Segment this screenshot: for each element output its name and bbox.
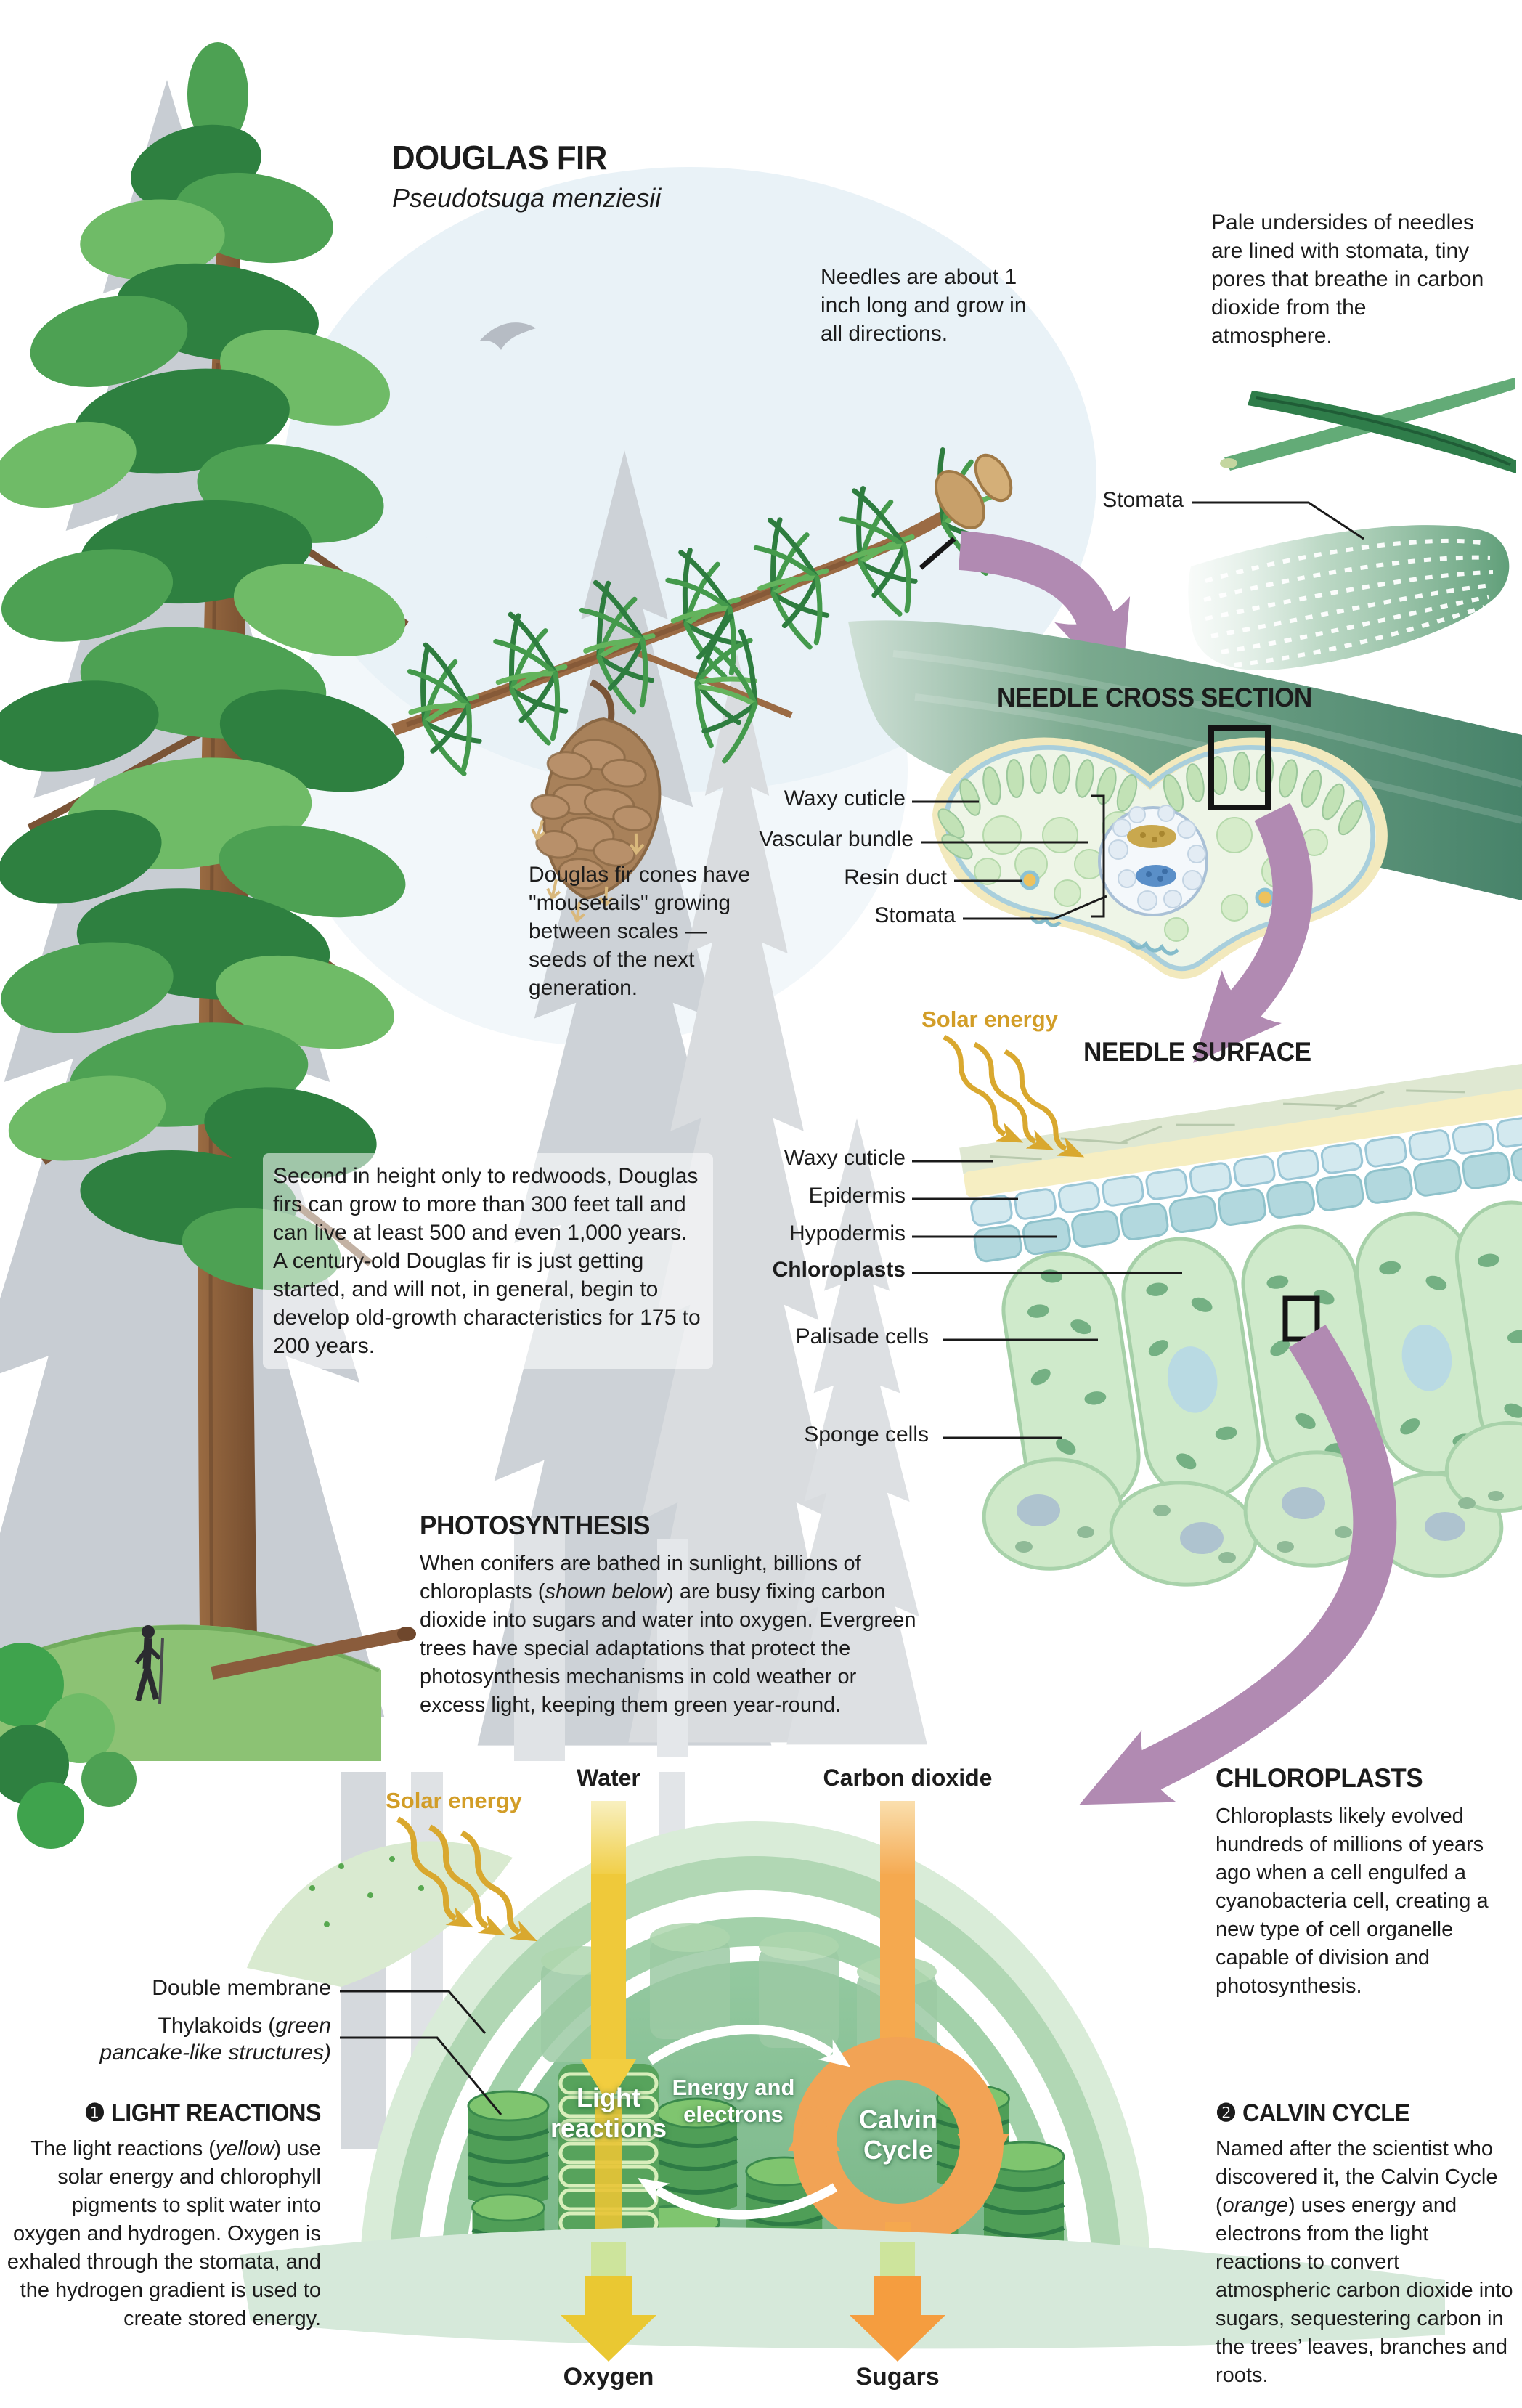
- height-note: Second in height only to redwoods, Dougl…: [263, 1153, 713, 1369]
- solar-rays-needle-surface: [940, 1034, 1070, 1151]
- sugars-label: Sugars: [855, 2363, 940, 2391]
- label-hypodermis: Hypodermis: [789, 1221, 906, 1245]
- pale-undersides-note: Pale undersides of needles are lined wit…: [1211, 211, 1484, 348]
- branch-illustration: [393, 439, 1019, 923]
- label-epidermis: Epidermis: [808, 1184, 906, 1208]
- label-chloroplasts: Chloroplasts: [772, 1258, 906, 1282]
- zoom-box-chloroplast: [1282, 1295, 1320, 1342]
- purple-arrow-2: [1193, 802, 1313, 1063]
- cones-note: Douglas fir cones have "mousetails" grow…: [529, 863, 751, 1000]
- light-reactions-diagram-label: Light reactions: [550, 2083, 667, 2143]
- chloroplasts-text: Chloroplasts likely evolved hundreds of …: [1216, 1805, 1489, 1998]
- energy-electrons-label: Energy and electrons: [672, 2075, 795, 2127]
- species-name: Pseudotsuga menziesii: [392, 183, 662, 213]
- label-resin-duct: Resin duct: [844, 866, 947, 890]
- sponge-cells-illustration: [982, 1421, 1522, 1587]
- cross-section-heading: NEEDLE CROSS SECTION: [997, 683, 1312, 712]
- purple-arrow-1: [958, 531, 1131, 693]
- leader-lines: [340, 501, 1364, 2115]
- label-waxy-cuticle-1: Waxy cuticle: [784, 786, 906, 810]
- light-reactions-text: The light reactions (yellow) use solar e…: [7, 2137, 321, 2330]
- label-sponge-cells: Sponge cells: [804, 1423, 929, 1447]
- calvin-cycle-heading: ❷ CALVIN CYCLE: [1216, 2099, 1410, 2127]
- chloroplasts-heading: CHLOROPLASTS: [1216, 1763, 1423, 1793]
- light-reactions-heading: ❶ LIGHT REACTIONS: [84, 2099, 321, 2127]
- double-membrane-label: Double membrane: [152, 1976, 331, 2000]
- label-waxy-cuticle-2: Waxy cuticle: [784, 1146, 906, 1170]
- needle-pair-illustration: [1220, 378, 1516, 473]
- ground-mound: [247, 1841, 513, 1987]
- needle-surface-heading: NEEDLE SURFACE: [1083, 1037, 1311, 1067]
- label-stomata-2: Stomata: [874, 903, 956, 927]
- sugars-arrow: [850, 2242, 945, 2362]
- co2-band-top: [880, 1801, 915, 1874]
- oxygen-label: Oxygen: [563, 2363, 654, 2391]
- oxygen-arrow: [561, 2242, 656, 2362]
- solar-energy-label-3: Solar energy: [386, 1788, 522, 1813]
- hiker-figure: [134, 1625, 164, 1704]
- water-label: Water: [577, 1765, 640, 1791]
- resin-duct-left: [1020, 870, 1040, 890]
- needle-surface-illustration: [959, 1059, 1522, 1587]
- purple-arrow-3: [1079, 1325, 1397, 1805]
- needle-underside-illustration: [1188, 525, 1510, 671]
- water-band-top: [591, 1801, 626, 1874]
- carbon-dioxide-label: Carbon dioxide: [823, 1765, 993, 1791]
- needles-note: Needles are about 1 inch long and grow i…: [821, 265, 1027, 346]
- label-vascular-bundle: Vascular bundle: [759, 827, 913, 851]
- thylakoids-label: Thylakoids (green pancake-like structure…: [99, 2014, 331, 2065]
- ground-band: [240, 2227, 1445, 2349]
- foreground-shrub: [0, 1643, 137, 1849]
- douglas-fir-tree-illustration: [0, 42, 416, 1849]
- label-palisade-cells: Palisade cells: [795, 1325, 929, 1349]
- cut-mark: [919, 537, 956, 570]
- calvin-cycle-text: Named after the scientist who discovered…: [1216, 2137, 1513, 2387]
- chloroplast-illustration: [359, 1821, 1151, 2298]
- bird-icon: [479, 322, 536, 350]
- zoom-box-cross-section: [1208, 725, 1271, 810]
- water-band: [591, 1844, 626, 2062]
- palisade-ring-cells: [937, 752, 1364, 860]
- solar-energy-label-2: Solar energy: [921, 1006, 1058, 1032]
- mound-speckles: [309, 1856, 424, 1927]
- co2-band: [880, 1844, 915, 2070]
- resin-duct-right: [1255, 887, 1275, 908]
- page-title: DOUGLAS FIR: [392, 139, 607, 176]
- cone-mousetail-bracts: [531, 820, 645, 923]
- photosynthesis-text: When conifers are bathed in sunlight, bi…: [420, 1552, 916, 1717]
- energy-arrow-left: [637, 2177, 838, 2220]
- calvin-cycle-diagram-label: Calvin Cycle: [858, 2104, 938, 2165]
- photosynthesis-heading: PHOTOSYNTHESIS: [420, 1510, 650, 1540]
- vascular-bundle-illustration: [1098, 805, 1208, 916]
- energy-arrow-right: [647, 2025, 851, 2067]
- cone-illustration: [530, 679, 662, 923]
- stomata-pointer-label: Stomata: [1102, 488, 1184, 512]
